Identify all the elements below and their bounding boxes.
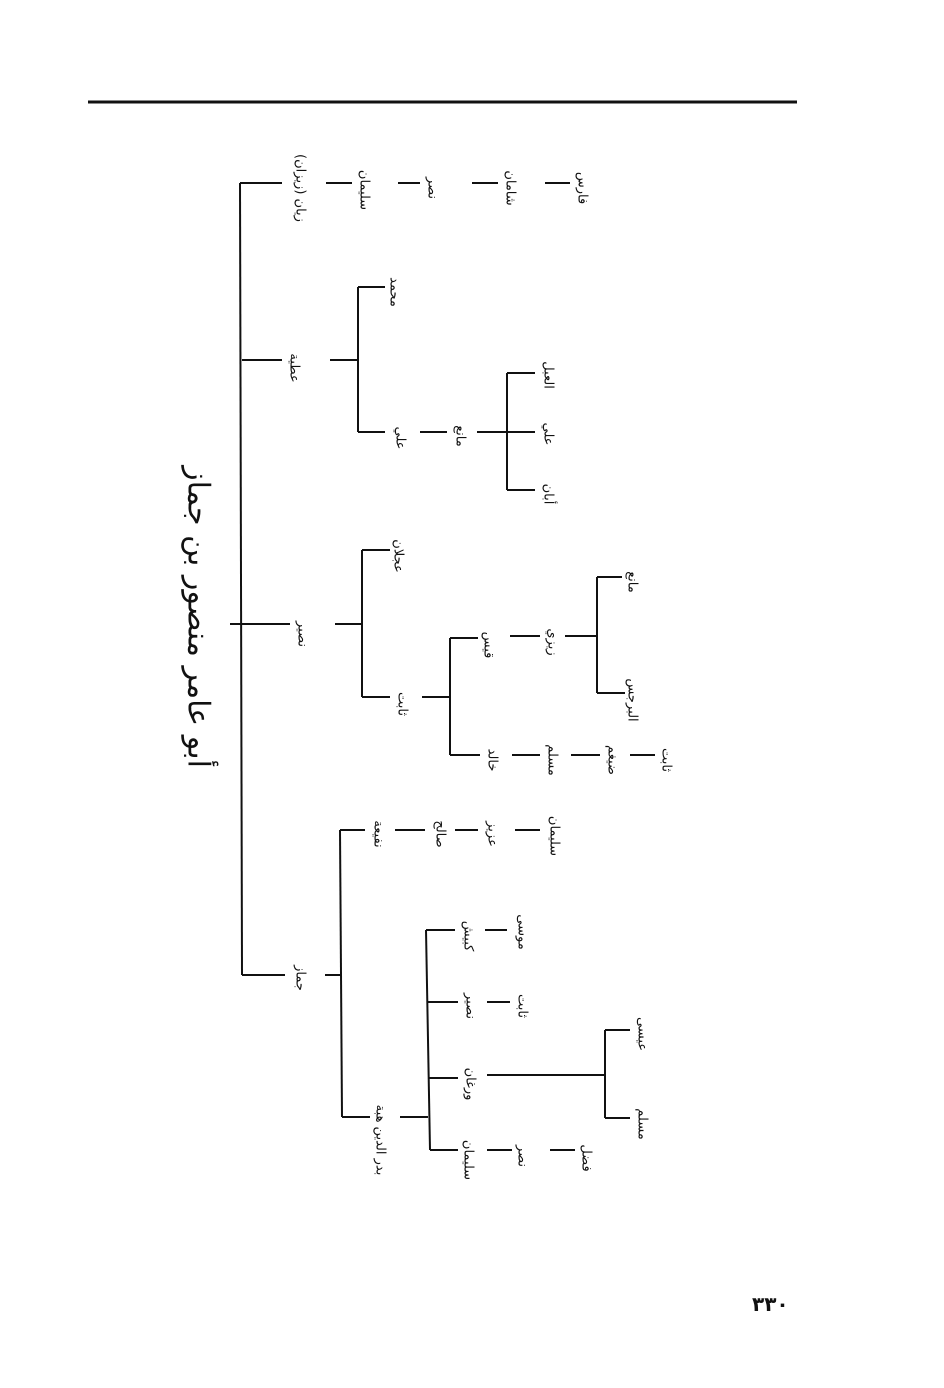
node-b2-top: محمد (386, 277, 402, 307)
node-b3: نصير (294, 621, 310, 647)
node-b1-c4: فارس (574, 171, 590, 205)
node-b4-n2: عزيز (484, 821, 500, 847)
node-b4-h3: ورغان (462, 1067, 478, 1101)
node-b2-gg3: أبان (540, 483, 556, 505)
node-b3-k1: مسلم (544, 744, 560, 776)
node-b1-c3: شامان (502, 170, 518, 206)
node-b3-k2: ضيغم (604, 745, 620, 775)
node-b3-q1a: مانع (624, 571, 640, 593)
node-b4-h2: نصير (462, 993, 478, 1019)
node-b2-g: مانع (452, 425, 468, 447)
node-b4-h4: سليمان (460, 1139, 476, 1181)
node-b3-q1b: البرجس (624, 678, 640, 722)
node-b3-k: خالد (484, 748, 500, 772)
node-b1-c1: سليمان (356, 169, 372, 211)
node-b4-h1: كبيش (460, 920, 476, 952)
node-b4-h3a: عيسى (634, 1016, 650, 1052)
node-b3-top: عجلان (390, 539, 406, 573)
node-b2: عطية (286, 353, 302, 383)
node-b2-gg2: علي (540, 422, 556, 446)
node-b4-h3b: مسلم (634, 1108, 650, 1140)
node-b4-n3: سليمان (546, 815, 562, 857)
node-b2-gg1: العبل (540, 361, 556, 389)
node-b2-bot: علي (392, 426, 408, 450)
tree-root-title: أبو عامر منصور بن جماز (180, 466, 216, 768)
page-number: ٣٣٠ (752, 1292, 789, 1316)
node-b4-n1: صالح (432, 820, 448, 848)
node-b4-n: نفيعة (370, 820, 386, 848)
node-b4: جماز (292, 965, 308, 991)
node-b3-q: قيس (480, 631, 496, 659)
node-b1-c2: نصر (424, 176, 440, 200)
node-b4-h2a: ثابت (514, 994, 530, 1018)
node-b3-q1: زيزي (544, 628, 560, 656)
trunk-line (239, 182, 243, 976)
node-b1: زيان (زيزان) (292, 154, 308, 222)
node-b4-h: بدر الدين هبة (372, 1104, 388, 1176)
node-b4-h4a: نصر (514, 1144, 530, 1168)
node-b4-h1a: موسى (514, 914, 530, 950)
node-b3-bot: ثابت (394, 692, 410, 716)
node-b3-k3: ثابت (658, 748, 674, 772)
node-b4-h4b: فضل (578, 1144, 594, 1172)
